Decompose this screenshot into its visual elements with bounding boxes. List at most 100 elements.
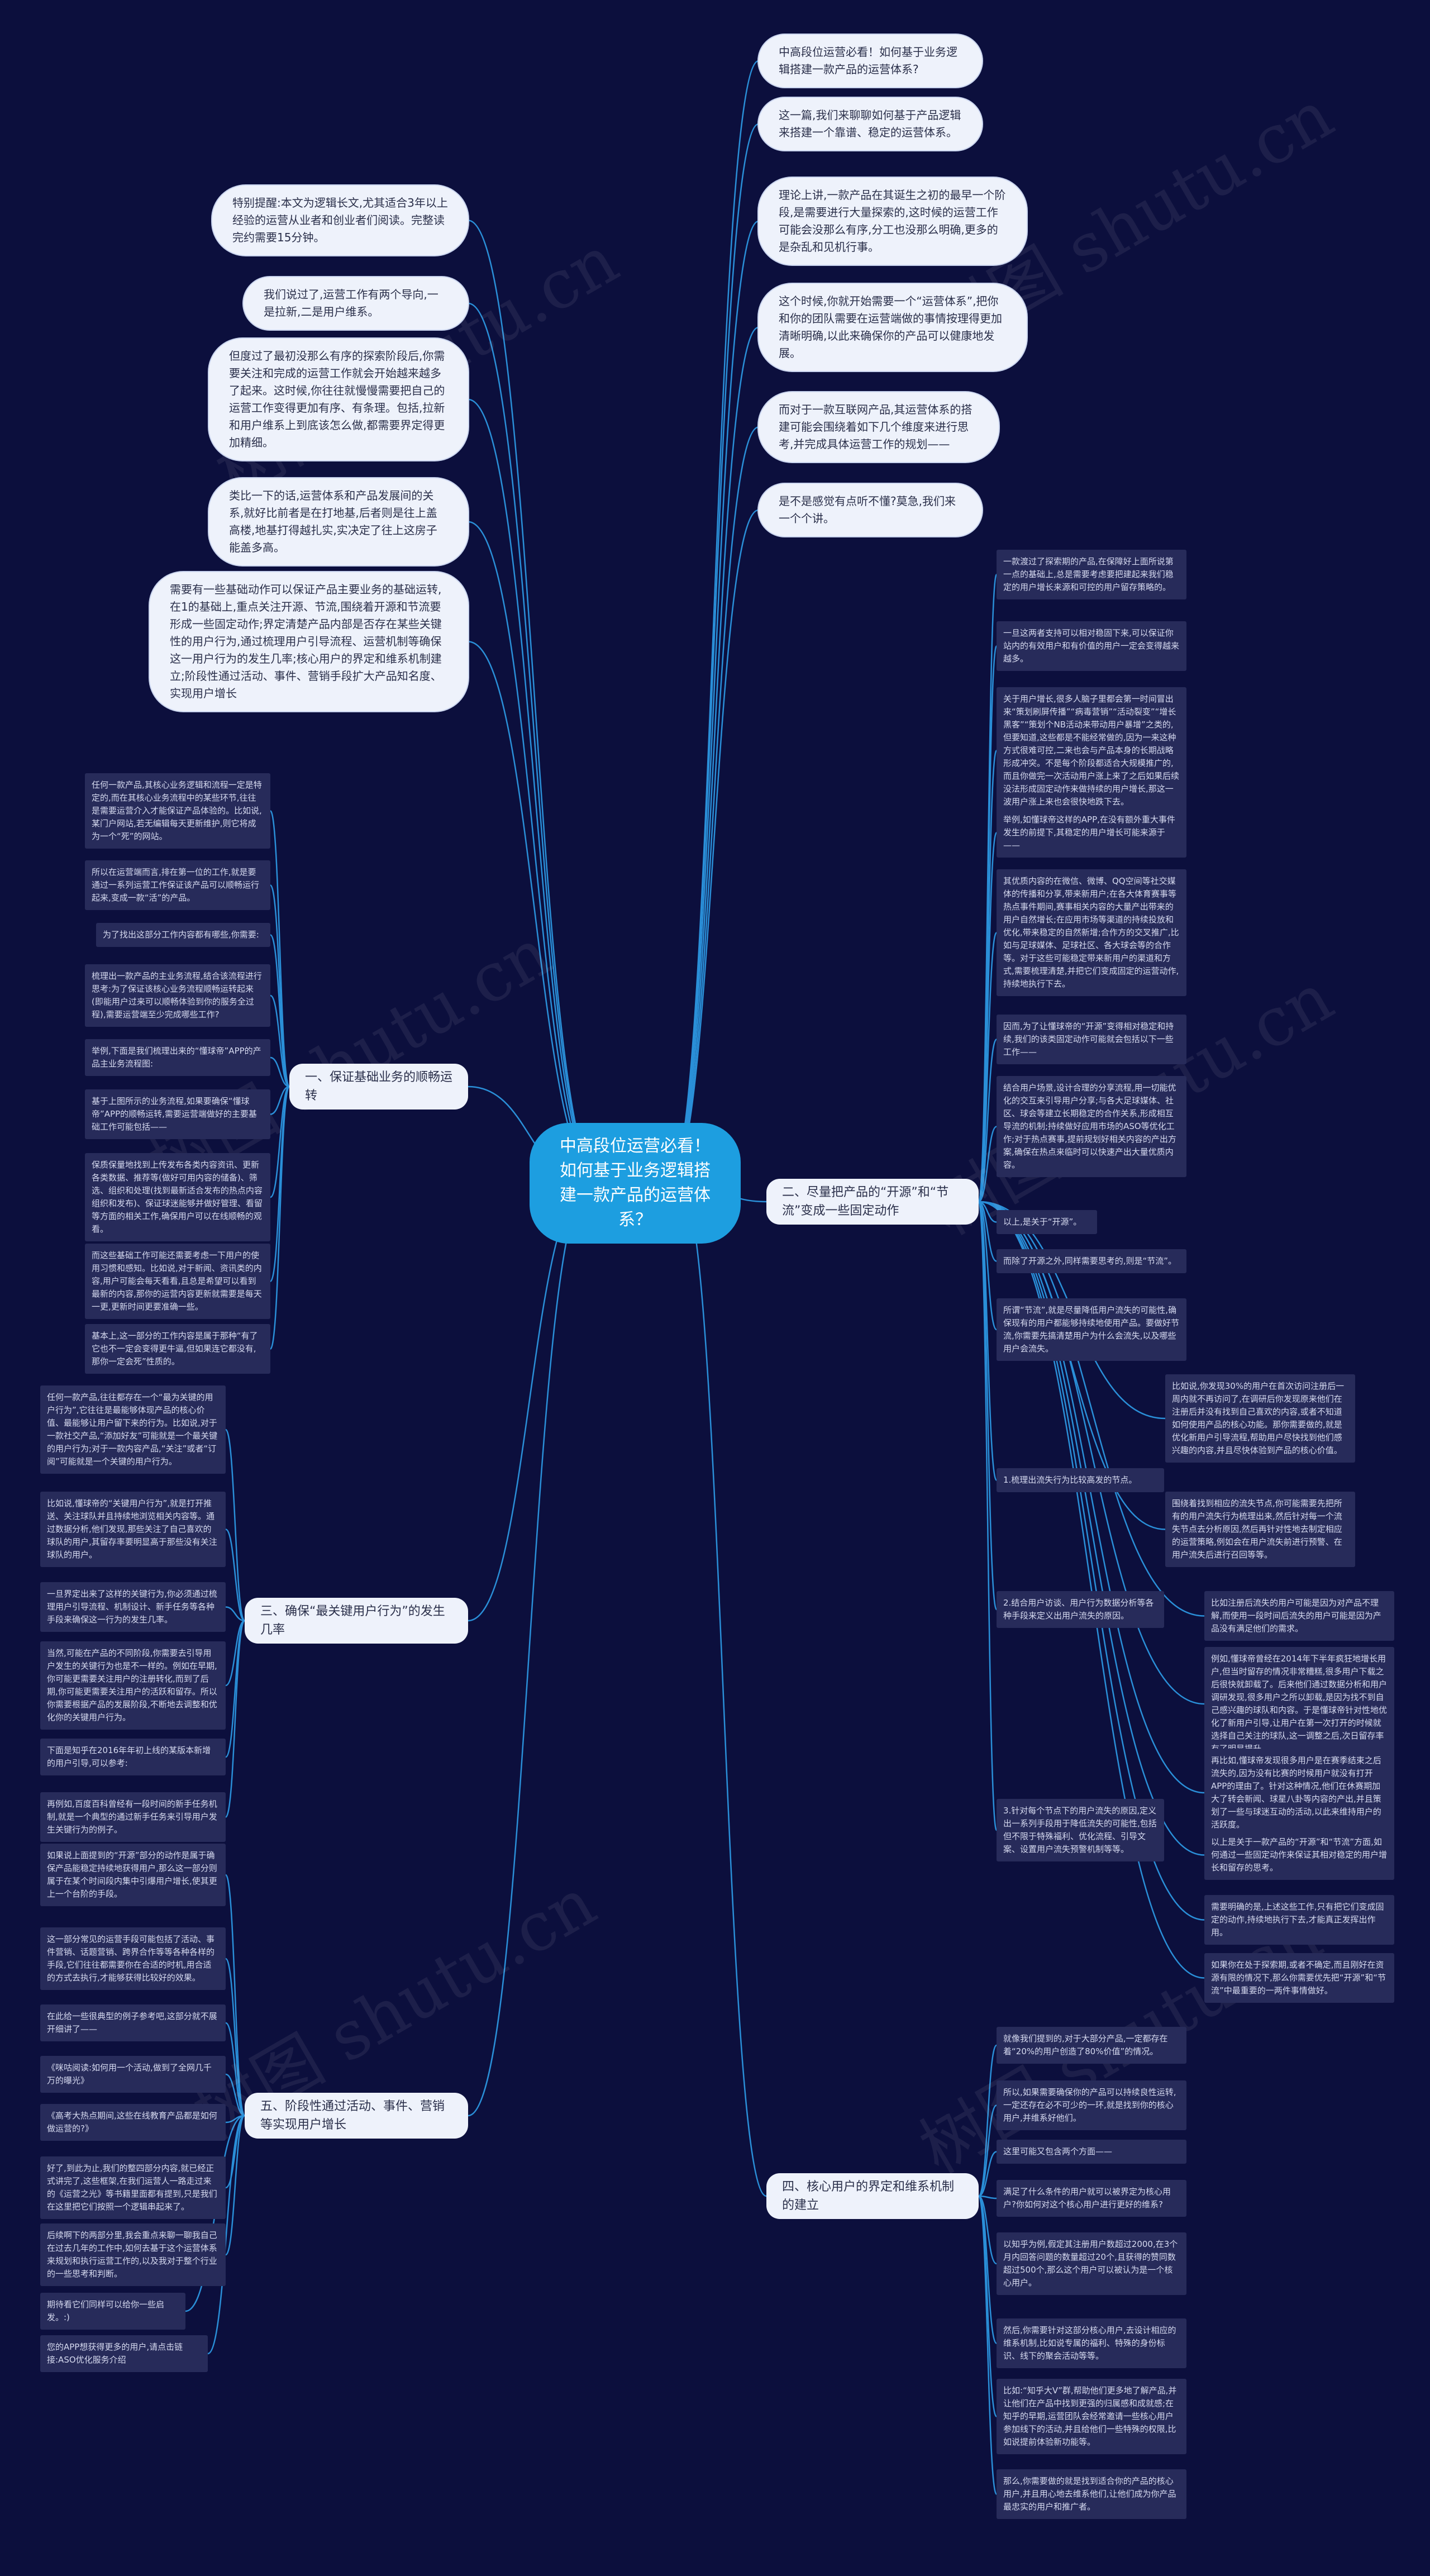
branch-5-leaf[interactable]: 这一部分常见的运营手段可能包括了活动、事件营销、话题营销、跨界合作等等各种各样的… [40,1927,226,1990]
branch-1-leaf[interactable]: 任何一款产品,其核心业务逻辑和流程一定是特定的,而在其核心业务流程中的某些环节,… [85,773,270,849]
branch-2-leaf[interactable]: 例如,懂球帝曾经在2014年下半年疯狂地增长用户,但当时留存的情况非常糟糕,很多… [1204,1647,1394,1761]
connector-line [978,2044,998,2197]
connector-line [668,220,759,1184]
connector-line [468,641,602,1184]
connector-line [668,60,759,1184]
branch-4-leaf[interactable]: 就像我们提到的,对于大部分产品,一定都存在着“20%的用户创造了80%价值”的情… [997,2027,1186,2064]
connector-line [269,934,290,1088]
branch-2-leaf[interactable]: 关于用户增长,很多人脑子里都会第一时间冒出来“策划刷屏传播”“病毒营销”“活动裂… [997,687,1186,814]
branch-4-leaf[interactable]: 所以,如果需要确保你的产品可以持续良性运转,一定还存在必不可少的一环,就是找到你… [997,2080,1186,2130]
branch-2-leaf[interactable]: 3.针对每个节点下的用户流失的原因,定义出一系列手段用于降低流失的可能性,包括但… [997,1799,1164,1861]
branch-2-leaf[interactable]: 一款渡过了探索期的产品,在保障好上面所说第一点的基础上,总是需要考虑要把建起来我… [997,550,1186,599]
branch-1-leaf[interactable]: 为了找出这部分工作内容都有哪些,你需要: [96,923,270,947]
intro-node[interactable]: 我们说过了,运营工作有两个导向,一是拉新,二是用户维系。 [244,277,468,330]
intro-node[interactable]: 需要有一些基础动作可以保证产品主要业务的基础运转,在1的基础上,重点关注开源、节… [150,572,468,711]
branch-2-leaf[interactable]: 所谓“节流”,就是尽量降低用户流失的可能性,确保现有的用户都能够持续地使用产品。… [997,1298,1186,1361]
intro-node[interactable]: 理论上讲,一款产品在其诞生之初的最早一个阶段,是需要进行大量探索的,这时候的运营… [759,178,1027,265]
branch-1-leaf[interactable]: 举例,下面是我们梳理出来的“懂球帝”APP的产品主业务流程图: [85,1039,270,1076]
branch-4-leaf[interactable]: 以知乎为例,假定其注册用户数超过2000,在3个月内回答问题的数量超过20个,且… [997,2232,1186,2295]
connector-line [978,1201,1205,1921]
intro-node[interactable]: 但度过了最初没那么有序的探索阶段后,你需要关注和完成的运营工作就会开始越来越多了… [209,339,468,460]
branch-3-leaf[interactable]: 当然,可能在产品的不同阶段,你需要去引导用户发生的关键行为也是不一样的。例如在早… [40,1641,226,1730]
intro-node[interactable]: 这个时候,你就开始需要一个“运营体系”,把你和你的团队需要在运营端做的事情按理得… [759,284,1027,371]
branch-1-leaf[interactable]: 基本上,这一部分的工作内容是属于那种“有了它也不一定会变得更牛逼,但如果连它都没… [85,1324,270,1374]
connector-line [225,1874,246,2117]
branch-1-leaf[interactable]: 梳理出一款产品的主业务流程,结合该流程进行思考:为了保证该核心业务流程顺畅运转起… [85,964,270,1027]
branch-2-leaf[interactable]: 再比如,懂球帝发现很多用户是在赛季结束之后流失的,因为没有比赛的时候用户就没有打… [1204,1749,1394,1837]
connector-line [468,302,602,1184]
connector-line [978,1201,998,1831]
branch-3-leaf[interactable]: 比如说,懂球帝的“关键用户行为”,就是打开推送、关注球队并且持续地浏览相关内容等… [40,1492,226,1567]
branch-2-leaf[interactable]: 需要明确的是,上述这些工作,只有把它们变成固定的动作,持续地执行下去,才能真正发… [1204,1895,1394,1945]
branch-4-core-user-retention[interactable]: 四、核心用户的界定和维系机制的建立 [766,2173,979,2219]
branch-2-leaf[interactable]: 因而,为了让懂球帝的“开源”变得相对稳定和持续,我们的该类固定动作可能就会包括以… [997,1015,1186,1064]
connector-line [270,994,290,1088]
intro-node[interactable]: 特别提醒:本文为逻辑长文,尤其适合3年以上经验的运营从业者和创业者们阅读。完整读… [212,185,468,255]
branch-2-leaf[interactable]: 以上是关于一款产品的“开源”和“节流”方面,如何通过一些固定动作来保证其相对稳定… [1204,1830,1394,1880]
branch-1-leaf[interactable]: 所以在运营端而言,排在第一位的工作,就是要通过一系列运营工作保证该产品可以顺畅运… [85,860,270,910]
connector-line [978,2195,998,2495]
branch-2-leaf[interactable]: 以上,是关于“开源”。 [997,1210,1097,1234]
branch-2-leaf[interactable]: 举例,如懂球帝这样的APP,在没有额外重大事件发生的前提下,其稳定的用户增长可能… [997,808,1186,858]
connector-line [978,1126,997,1203]
branch-5-growth-campaigns[interactable]: 五、阶段性通过活动、事件、营销等实现用户增长 [245,2093,468,2139]
intro-node[interactable]: 中高段位运营必看！如何基于业务逻辑搭建一款产品的运营体系? [759,35,982,87]
branch-3-leaf[interactable]: 一旦界定出来了这样的关键行为,你必须通过梳理用户引导流程、机制设计、新手任务等各… [40,1582,226,1632]
branch-2-open-source-reduce-churn[interactable]: 二、尽量把产品的“开源”和“节流”变成一些固定动作 [766,1179,979,1225]
connector-line [679,1182,767,2197]
branch-3-leaf[interactable]: 任何一款产品,往往都存在一个“最为关键的用户行为”,它往往是最能够体现产品的核心… [40,1385,226,1474]
branch-2-leaf[interactable]: 比如注册后流失的用户可能是因为对产品不理解,而使用一段时间后流失的用户可能是因为… [1204,1591,1394,1641]
branch-3-leaf[interactable]: 下面是知乎在2016年年初上线的某版本新增的用户引导,可以参考: [40,1739,226,1775]
connector-line [225,1620,246,1818]
connector-line [225,1620,245,1687]
branch-4-leaf[interactable]: 那么,你需要做的就是找到适合你的产品的核心用户,并且用心地去维系他们,让他们成为… [997,2469,1186,2519]
intro-node[interactable]: 是不是感觉有点听不懂?莫急,我们来一个个讲。 [759,484,982,536]
connector-line [270,1085,290,1115]
branch-2-leaf[interactable]: 其优质内容的在微信、微博、QQ空间等社交媒体的传播和分享,带来新用户;在各大体育… [997,869,1186,996]
branch-3-leaf[interactable]: 再例如,百度百科曾经有一段时间的新手任务机制,就是一个典型的通过新手任务来引导用… [40,1792,226,1842]
connector-line [668,123,759,1184]
connector-line [270,1085,290,1198]
connector-line [978,1201,998,1481]
connector-line [225,2022,245,2117]
branch-1-leaf[interactable]: 而这些基础工作可能还需要考虑一下用户的使用习惯和感知。比如说,对于新闻、资讯类的… [85,1244,270,1319]
branch-2-leaf[interactable]: 结合用户场景,设计合理的分享流程,用一切能优化的交互来引导用户分享;与各大足球媒… [997,1076,1186,1177]
branch-4-leaf[interactable]: 然后,你需要针对这部分核心用户,去设计相应的维系机制,比如说专属的福利、特殊的身… [997,2318,1186,2368]
branch-4-leaf[interactable]: 满足了什么条件的用户就可以被界定为核心用户?你如何对这个核心用户进行更好的维系? [997,2180,1186,2217]
branch-2-leaf[interactable]: 2.结合用户访谈、用户行为数据分析等各种手段来定义出用户流失的原因。 [997,1591,1164,1628]
branch-2-leaf[interactable]: 一旦这两者支持可以相对稳固下来,可以保证你站内的有效用户和有价值的用户一定会变得… [997,621,1186,671]
intro-node[interactable]: 而对于一款互联网产品,其运营体系的搭建可能会围绕着如下几个维度来进行思考,并完成… [759,392,999,462]
connector-line [978,1201,1205,1794]
branch-2-leaf[interactable]: 围绕着找到相应的流失节点,你可能需要先把所有的用户流失行为梳理出来,然后针对每一… [1165,1492,1355,1567]
branch-5-leaf[interactable]: 《高考大热点期间,这些在线教育产品都是如何做运营的?》 [40,2104,226,2141]
branch-5-leaf[interactable]: 在此给一些很典型的例子参考吧,这部分就不展开细讲了—— [40,2004,226,2041]
branch-2-leaf[interactable]: 而除了开源之外,同样需要思考的,则是“节流”。 [997,1249,1186,1273]
connector-line [225,2073,245,2117]
connector-line [207,2115,245,2355]
connector-line [225,1529,245,1622]
branch-1-leaf[interactable]: 保质保量地找到上传发布各类内容资讯、更新各类数据、推荐等(做好可用内容的储备)、… [85,1153,270,1241]
connector-line [978,1039,998,1203]
branch-2-leaf[interactable]: 1.梳理出流失行为比较高发的节点。 [997,1468,1164,1492]
branch-5-leaf[interactable]: 如果说上面提到的“开源”部分的动作是属于确保产品能稳定持续地获得用户,那么这一部… [40,1844,226,1906]
branch-5-leaf[interactable]: 期待看它们同样可以给你一些启发。:) [40,2293,185,2330]
branch-2-leaf[interactable]: 如果你在处于探索期,或者不确定,而且刚好在资源有限的情况下,那么你需要优先把“开… [1204,1953,1394,2003]
branch-1-basic-operation[interactable]: 一、保证基础业务的顺畅运转 [289,1064,468,1110]
connector-line [978,2151,997,2197]
root-topic[interactable]: 中高段位运营必看！如何基于业务逻辑搭建一款产品的运营体系？ [530,1123,741,1244]
intro-node[interactable]: 这一篇,我们来聊聊如何基于产品逻辑来搭建一个靠谱、稳定的运营体系。 [759,98,982,150]
branch-2-leaf[interactable]: 比如说,你发现30%的用户在首次访问注册后一周内就不再访问了,在调研后你发现原来… [1165,1374,1355,1463]
connector-line [468,1182,591,1622]
branch-4-leaf[interactable]: 这里可能又包含两个方面—— [997,2140,1186,2164]
branch-5-leaf[interactable]: 后续啊下的两部分里,我会重点来聊一聊我自己在过去几年的工作中,如何去基于这个运营… [40,2223,226,2286]
branch-5-leaf[interactable]: 您的APP想获得更多的用户,请点击链接:ASO优化服务介绍 [40,2335,208,2372]
connector-line [468,398,602,1184]
connector-line [225,1958,246,2117]
branch-5-leaf[interactable]: 好了,到此为止,我们的整四部分内容,就已经正式讲完了,这些框架,在我们运营人一路… [40,2156,226,2219]
connector-line [468,521,602,1184]
branch-5-leaf[interactable]: 《咪咕阅读:如何用一个活动,做到了全网几千万的曝光》 [40,2056,226,2093]
branch-4-leaf[interactable]: 比如:“知乎大V”群,帮助他们更多地了解产品,并让他们在产品中找到更强的归属感和… [997,2379,1186,2454]
branch-3-key-user-action[interactable]: 三、确保“最关键用户行为”的发生几率 [245,1598,468,1644]
branch-1-leaf[interactable]: 基于上图所示的业务流程,如果要确保“懂球帝”APP的顺畅运转,需要运营端做好的主… [85,1089,270,1139]
intro-node[interactable]: 类比一下的话,运营体系和产品发展间的关系,就好比前者是在打地基,后者则是往上盖高… [209,478,468,565]
